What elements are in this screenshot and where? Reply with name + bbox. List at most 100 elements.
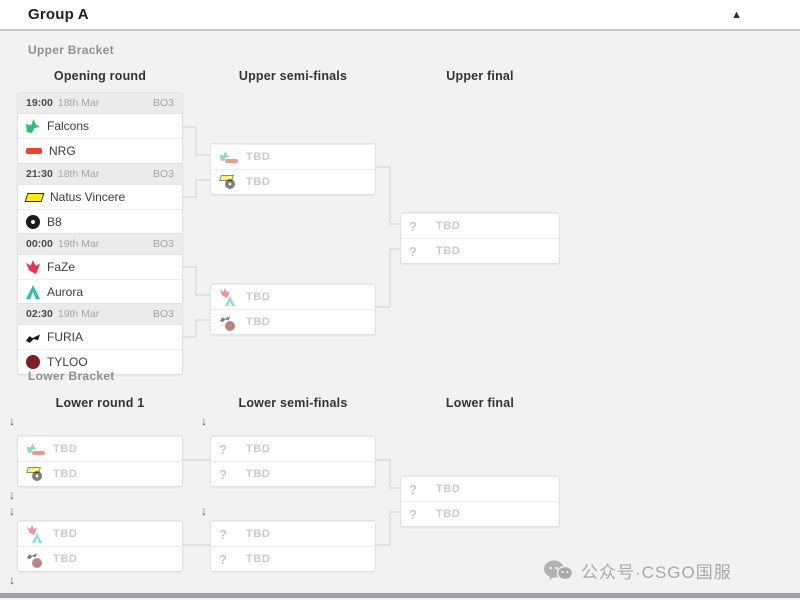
tbd-slot[interactable]: TBD	[211, 169, 375, 194]
tbd-slot[interactable]: ? TBD	[211, 521, 375, 546]
tbd-slot[interactable]: TBD	[18, 436, 182, 461]
tbd-slot[interactable]: TBD	[211, 309, 375, 334]
match-card-lower-semi-1[interactable]: ? TBD ? TBD	[210, 435, 376, 487]
question-icon: ?	[409, 243, 417, 259]
team-name: B8	[47, 215, 62, 229]
candidate-logos	[26, 467, 46, 481]
candidate-logos	[26, 550, 46, 568]
team-row-falcons[interactable]: Falcons	[18, 113, 182, 138]
match-header: 00:00 19th Mar BO3	[18, 234, 182, 254]
team-name: FaZe	[47, 260, 76, 274]
bottom-scrollbar[interactable]	[0, 593, 800, 598]
faze-logo-icon	[26, 260, 40, 274]
bracket-content: Upper Bracket Opening round Upper semi-f…	[0, 31, 800, 598]
match-time: 19:00	[26, 97, 53, 109]
tbd-slot[interactable]: ? TBD	[401, 476, 559, 501]
natus-vincere-logo-icon	[24, 192, 45, 202]
tbd-label: TBD	[246, 443, 271, 455]
team-row-aurora[interactable]: Aurora	[18, 279, 182, 304]
column-header-upper-semi-finals: Upper semi-finals	[238, 69, 348, 83]
tbd-slot[interactable]: ? TBD	[211, 436, 375, 461]
team-row-b8[interactable]: B8	[18, 209, 182, 234]
tbd-label: TBD	[246, 151, 271, 163]
tbd-slot[interactable]: TBD	[211, 144, 375, 169]
match-card-lower-final[interactable]: ? TBD ? TBD	[400, 475, 560, 527]
team-name: Natus Vincere	[50, 190, 126, 204]
upper-bracket-label: Upper Bracket	[28, 43, 114, 57]
match-card-upper-semi-1[interactable]: TBD TBD	[210, 143, 376, 195]
match-format-badge: BO3	[152, 308, 174, 320]
tbd-label: TBD	[436, 483, 461, 495]
match-card-opening-2[interactable]: 21:30 18th Mar BO3 Natus Vincere B8	[17, 163, 183, 235]
aurora-logo-icon	[26, 285, 40, 299]
falcons-logo-icon	[26, 119, 40, 133]
tbd-slot[interactable]: ? TBD	[401, 213, 559, 238]
nrg-logo-icon	[225, 159, 238, 163]
team-row-furia[interactable]: FURIA	[18, 324, 182, 349]
b8-logo-icon	[32, 471, 42, 481]
team-name: Falcons	[47, 119, 90, 133]
candidate-logos	[219, 288, 239, 306]
b8-logo-icon	[225, 179, 235, 189]
question-icon: ?	[409, 506, 417, 522]
drop-down-arrow-icon: ↓	[9, 504, 15, 518]
match-date: 19th Mar	[57, 238, 100, 250]
candidate-logos	[219, 313, 239, 331]
question-icon: ?	[219, 526, 227, 542]
tbd-label: TBD	[53, 528, 78, 540]
tbd-slot[interactable]: ? TBD	[211, 461, 375, 486]
drop-down-arrow-icon: ↓	[201, 414, 207, 428]
furia-logo-icon	[27, 553, 37, 560]
match-card-upper-semi-2[interactable]: TBD TBD	[210, 283, 376, 335]
team-name: TYLOO	[47, 355, 88, 369]
match-header: 02:30 19th Mar BO3	[18, 304, 182, 324]
team-row-tyloo[interactable]: TYLOO	[18, 349, 182, 374]
drop-down-arrow-icon: ↓	[9, 488, 15, 502]
match-format-badge: BO3	[152, 168, 174, 180]
team-row-faze[interactable]: FaZe	[18, 254, 182, 279]
match-date: 18th Mar	[57, 97, 100, 109]
column-header-lower-round-1: Lower round 1	[55, 396, 145, 410]
tbd-slot[interactable]: TBD	[18, 521, 182, 546]
question-icon: ?	[219, 441, 227, 457]
tbd-slot[interactable]: TBD	[211, 284, 375, 309]
match-header: 19:00 18th Mar BO3	[18, 93, 182, 113]
team-row-nrg[interactable]: NRG	[18, 138, 182, 163]
tbd-slot[interactable]: ? TBD	[401, 501, 559, 526]
match-card-opening-3[interactable]: 00:00 19th Mar BO3 FaZe Aurora	[17, 233, 183, 305]
tbd-label: TBD	[53, 468, 78, 480]
tbd-slot[interactable]: TBD	[18, 461, 182, 486]
collapse-button[interactable]: ▲	[731, 4, 742, 26]
match-header: 21:30 18th Mar BO3	[18, 164, 182, 184]
drop-down-arrow-icon: ↓	[9, 414, 15, 428]
team-row-natus-vincere[interactable]: Natus Vincere	[18, 184, 182, 209]
tyloo-logo-icon	[225, 321, 235, 331]
drop-down-arrow-icon: ↓	[9, 573, 15, 587]
team-name: Aurora	[47, 285, 84, 299]
tyloo-logo-icon	[32, 558, 42, 568]
tbd-label: TBD	[246, 291, 271, 303]
candidate-logos	[26, 525, 46, 543]
column-header-opening-round: Opening round	[53, 69, 147, 83]
column-header-lower-final: Lower final	[445, 396, 515, 410]
question-icon: ?	[409, 218, 417, 234]
match-card-opening-4[interactable]: 02:30 19th Mar BO3 FURIA TYLOO	[17, 303, 183, 375]
match-date: 18th Mar	[57, 168, 100, 180]
match-card-upper-final[interactable]: ? TBD ? TBD	[400, 212, 560, 264]
tbd-slot[interactable]: TBD	[18, 546, 182, 571]
b8-logo-icon	[26, 215, 40, 229]
tbd-slot[interactable]: ? TBD	[401, 238, 559, 263]
drop-down-arrow-icon: ↓	[201, 504, 207, 518]
match-format-badge: BO3	[152, 238, 174, 250]
tbd-label: TBD	[246, 176, 271, 188]
match-card-lower-round1-2[interactable]: TBD TBD	[17, 520, 183, 572]
nrg-logo-icon	[26, 148, 42, 154]
match-time: 02:30	[26, 308, 53, 320]
match-card-lower-round1-1[interactable]: TBD TBD	[17, 435, 183, 487]
faze-logo-icon	[27, 525, 37, 535]
match-card-lower-semi-2[interactable]: ? TBD ? TBD	[210, 520, 376, 572]
tbd-label: TBD	[436, 220, 461, 232]
tbd-slot[interactable]: ? TBD	[211, 546, 375, 571]
match-card-opening-1[interactable]: 19:00 18th Mar BO3 Falcons NRG	[17, 92, 183, 164]
